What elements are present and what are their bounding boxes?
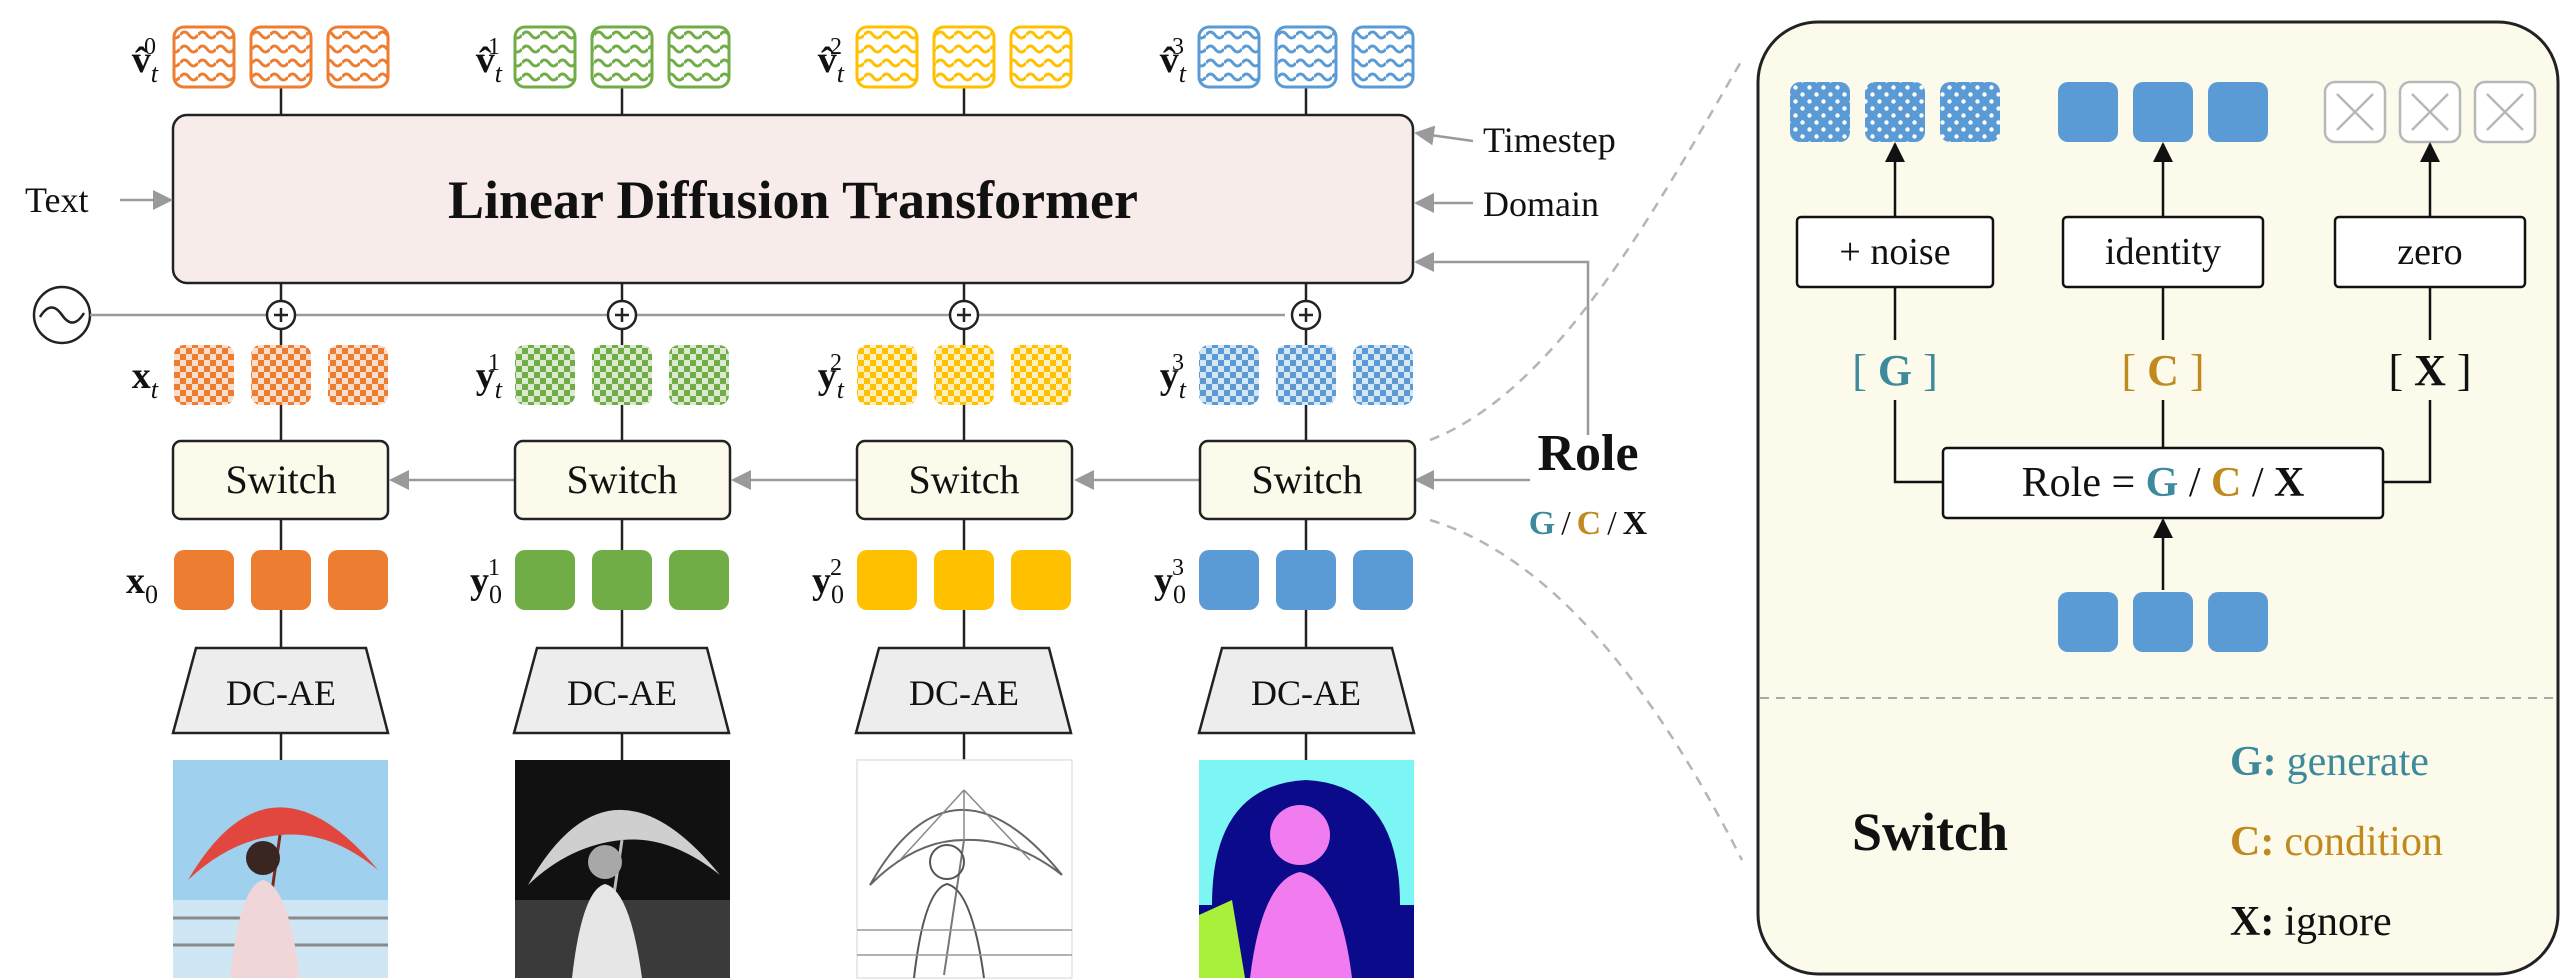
stream-edge: Switch DC-AE v̂t2 yt2 y02	[812, 25, 1074, 979]
switch-label: Switch	[225, 457, 336, 502]
panel-title: Switch	[1852, 802, 2008, 862]
dc-ae-encoder	[512, 646, 731, 735]
role-legend-c: C	[1577, 505, 1602, 542]
clean-label: y03	[1154, 555, 1186, 609]
pred-tokens	[1197, 25, 1415, 89]
text-input-label: Text	[25, 180, 88, 220]
noisy-label: yt1	[476, 350, 503, 404]
dc-ae-encoder	[854, 646, 1073, 735]
rgb-photo-image	[173, 760, 388, 978]
clean-label: x0	[126, 560, 158, 609]
role-legend-sep2: /	[1607, 505, 1617, 542]
dc-ae-encoder	[171, 646, 390, 735]
role-legend: G/C/X	[1529, 505, 1648, 542]
noisy-label: xt	[132, 355, 159, 404]
role-legend-sep1: /	[1561, 505, 1571, 542]
noisy-tokens	[1199, 345, 1413, 405]
dc-ae-label: DC-AE	[567, 673, 677, 713]
dc-ae-label: DC-AE	[909, 673, 1019, 713]
ignore-tag: [ X ]	[2388, 346, 2471, 395]
identity-op-label: identity	[2105, 231, 2221, 273]
noisy-tokens	[857, 345, 1071, 405]
pred-label: v̂t0	[132, 34, 159, 88]
switch-block	[1198, 439, 1417, 521]
noise-op-label: + noise	[1839, 231, 1950, 273]
switch-block	[855, 439, 1074, 521]
noisy-label: yt2	[818, 350, 845, 404]
noisy-tokens	[515, 345, 729, 405]
pred-tokens	[855, 25, 1073, 89]
dc-ae-encoder	[1197, 646, 1416, 735]
transformer-label: Linear Diffusion Transformer	[448, 170, 1138, 230]
legend-condition: C:condition	[2230, 819, 2443, 865]
clean-label: y01	[470, 555, 502, 609]
role-title: Role	[1537, 425, 1638, 482]
timestep-input-label: Timestep	[1483, 120, 1616, 160]
role-legend-x: X	[1623, 505, 1648, 542]
depth-map-image	[515, 760, 730, 978]
role-selector-label: Role = G / C / X	[2022, 460, 2305, 506]
pred-label: v̂t3	[1160, 34, 1187, 88]
domain-input-label: Domain	[1483, 184, 1599, 224]
role-to-transformer-arrow	[1414, 252, 1590, 435]
edge-map-image	[856, 759, 1073, 979]
zoom-guide-bottom	[1429, 518, 1744, 861]
switch-block	[513, 439, 732, 521]
pred-label: v̂t2	[818, 34, 845, 88]
segmentation-map-image	[1199, 760, 1414, 978]
zero-op-label: zero	[2397, 231, 2462, 273]
stream-segmentation: Switch DC-AE v̂t3 yt3 y03	[1154, 25, 1417, 978]
switch-label: Switch	[1251, 457, 1362, 502]
clean-tokens	[515, 550, 729, 610]
clean-tokens	[857, 550, 1071, 610]
pred-label: v̂t1	[476, 34, 503, 88]
zoom-guide-top	[1429, 59, 1744, 442]
clean-tokens	[1199, 550, 1413, 610]
switch-label: Switch	[908, 457, 1019, 502]
condition-tag: [ C ]	[2121, 346, 2204, 395]
legend-ignore: X:ignore	[2230, 899, 2392, 945]
switch-block	[171, 439, 390, 521]
noisy-tokens	[174, 345, 388, 405]
dc-ae-label: DC-AE	[226, 673, 336, 713]
sine-wave-curve	[38, 306, 86, 324]
clean-label: y02	[812, 555, 844, 609]
generate-tag: [ G ]	[1852, 346, 1938, 395]
ignored-zero-tokens	[2323, 80, 2537, 144]
input-clean-tokens	[2058, 592, 2268, 652]
condition-clean-tokens	[2058, 82, 2268, 142]
pred-tokens	[172, 25, 390, 89]
generated-noisy-tokens	[1790, 82, 2000, 142]
switch-label: Switch	[566, 457, 677, 502]
clean-tokens	[174, 550, 388, 610]
pred-tokens	[513, 25, 731, 89]
noisy-label: yt3	[1160, 350, 1187, 404]
role-legend-g: G	[1529, 505, 1555, 542]
stream-rgb: Switch DC-AE v̂t0 xt x0	[126, 25, 390, 978]
stream-depth: Switch DC-AE v̂t1 yt1 y01	[470, 25, 732, 978]
legend-generate: G:generate	[2230, 739, 2429, 785]
transformer-block	[171, 113, 1415, 285]
dc-ae-label: DC-AE	[1251, 673, 1361, 713]
timestep-input-arrow	[1414, 125, 1474, 146]
